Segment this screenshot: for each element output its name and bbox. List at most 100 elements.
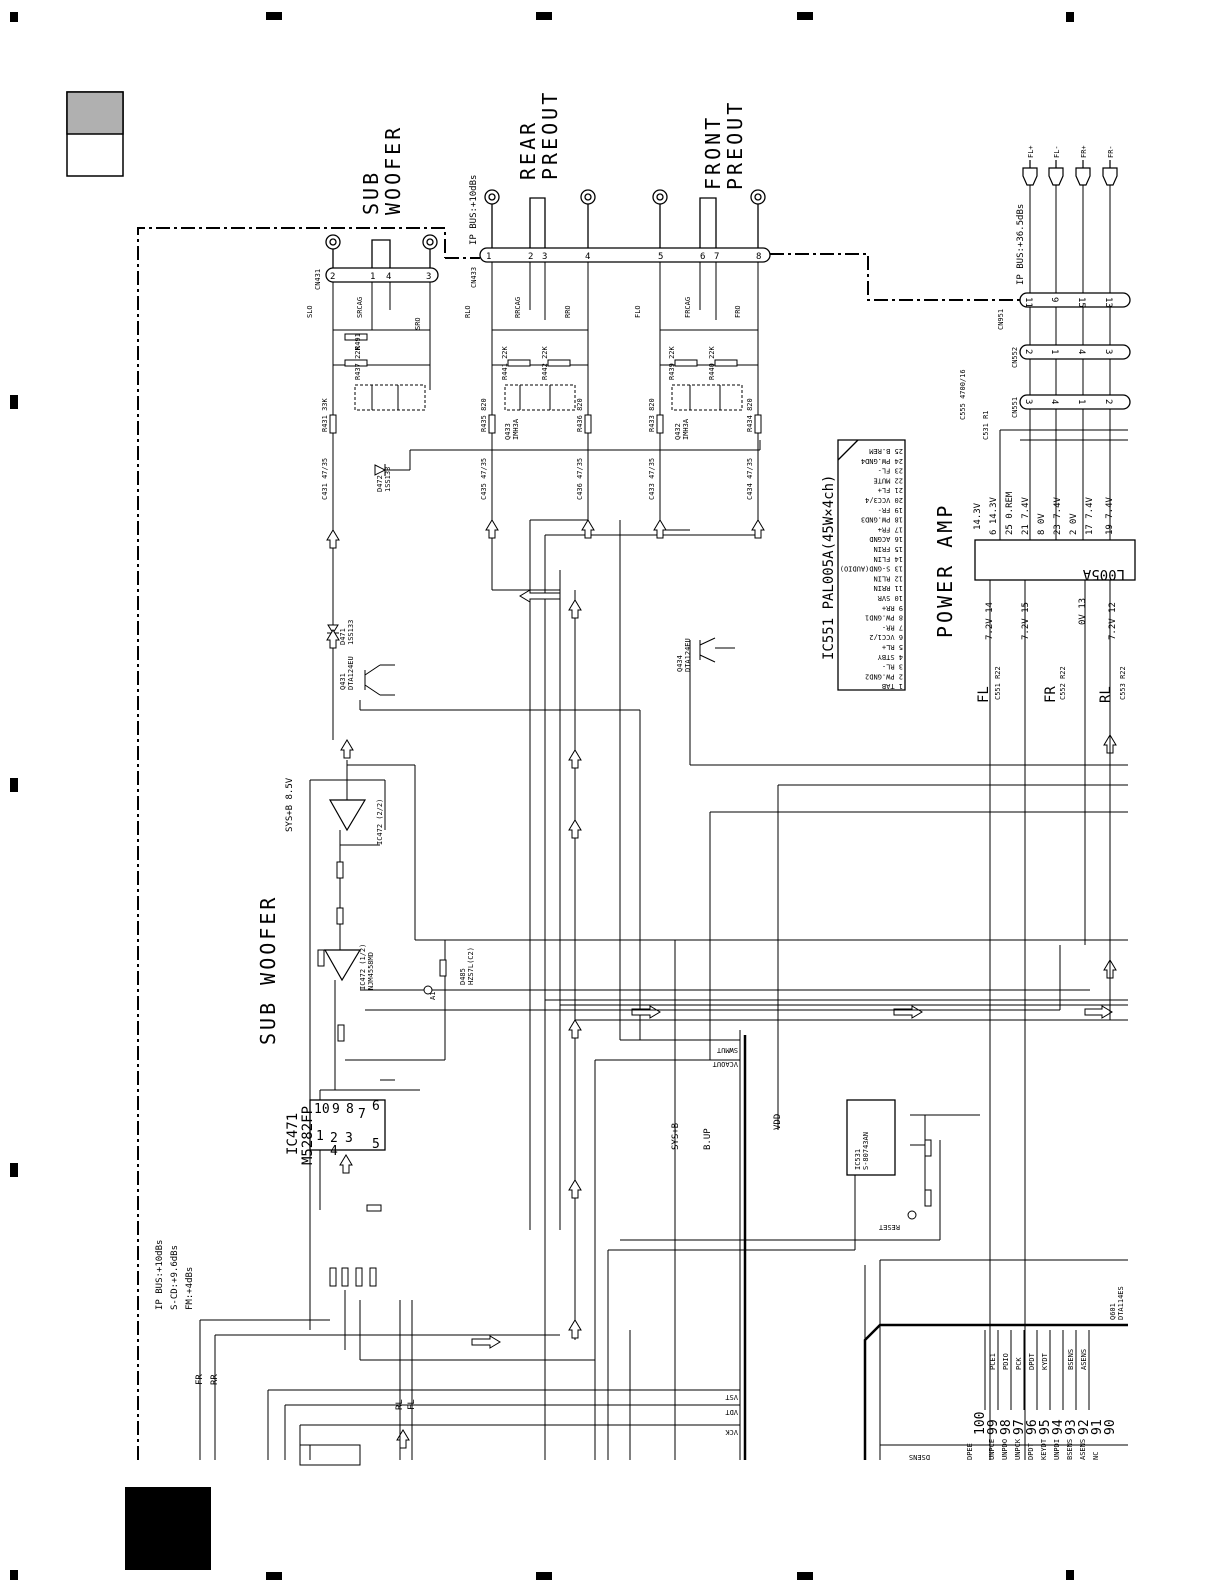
ic551-pin: 7 RR-: [882, 623, 903, 631]
comp-label: C431 47/35: [321, 458, 329, 500]
ic551-block: [837, 439, 906, 691]
comp-label: RLO: [464, 305, 472, 318]
mcu-pin-name: DPDT: [1027, 1442, 1035, 1460]
right-connectors: [1019, 292, 1131, 410]
speaker-plugs: [1022, 160, 1118, 186]
ic551-pin: 23 FL-: [878, 467, 903, 475]
mcu-pin-name: UNPCE: [988, 1439, 996, 1460]
signal-wires: [332, 262, 1128, 1340]
mcu-pin: 92: [1077, 1419, 1092, 1435]
d485-label: D485HZS7L(C2): [459, 947, 475, 985]
comp-label: R435 820: [480, 398, 488, 432]
amp-input-pins: 7.2V 14 7.2V 15 0V 13 7.2V 12: [985, 598, 1118, 640]
cn552-pin: 4: [1076, 349, 1086, 354]
ip-bus-36-label: IP BUS:+36.5dBs: [1016, 204, 1026, 285]
ic551-pin: 17 FR+: [878, 525, 903, 533]
ic551-pin: 10 SVR: [877, 594, 903, 602]
gain-note: S-CD:+9.6dBs: [170, 1245, 180, 1310]
amp-pin-voltages: 14.3V 6 14.3V 25 0.REM 21 7.4V 8 0V 23 7…: [973, 491, 1115, 535]
ip-bus-10-label: IP BUS:+10dBs: [469, 175, 479, 245]
a1-label: A1: [429, 992, 437, 1000]
mcu-pin-name: KEYDT: [1040, 1438, 1048, 1460]
ic551-pin: 21 FL+: [878, 486, 903, 494]
cn552-pin: 1: [1049, 349, 1059, 354]
ic531-label: IC531S-80743AN: [854, 1132, 870, 1170]
mcu-pin: 94: [1051, 1419, 1066, 1435]
ic471-label: IC471: [285, 1113, 301, 1155]
mcu-pin: 99: [986, 1419, 1001, 1435]
comp-label: RRO: [564, 305, 572, 318]
amp-pin-volt: 2 0V: [1069, 513, 1079, 535]
ic551-pin: 22 MUTE: [873, 476, 903, 484]
ic471-pins: 10 9 8 7 6 1 2 3 4 5: [314, 1099, 380, 1159]
cn431-pin: 3: [426, 272, 431, 282]
ic472b-label: IC472 (1/2)NJM4558MD: [359, 944, 375, 990]
q431-label: Q431DTA124EU: [339, 656, 355, 690]
cn951-pins: 11 9 15 13: [1023, 297, 1113, 308]
ic471-pin: 8: [346, 1102, 354, 1117]
front-preout-label: FRONTPREOUT: [701, 100, 747, 190]
sub-woofer-wires: [199, 760, 1128, 1460]
ic471-pin: 7: [358, 1107, 366, 1122]
comp-label: FLO: [634, 305, 642, 318]
ic471-pin: 10: [314, 1102, 330, 1117]
mcu-pin: 97: [1012, 1419, 1027, 1435]
net-label: VCK: [725, 1428, 738, 1436]
amp-pin-volt: 17 7.4V: [1085, 496, 1095, 535]
ic471-pin: 4: [330, 1144, 338, 1159]
cn431-label: CN431: [314, 269, 322, 290]
comp-label: SRCAG: [356, 297, 364, 318]
comp-label: C433 47/35: [648, 458, 656, 500]
comp-label: R440 22K: [708, 345, 716, 380]
rear-preout-label: REARPREOUT: [516, 90, 562, 180]
ic551-pin: 16 ACGND: [869, 535, 903, 543]
opamps: [323, 799, 367, 982]
cn552-pin: 3: [1103, 349, 1113, 354]
cn433-connector: [479, 247, 771, 263]
comp-label: FRO: [734, 305, 742, 318]
ic531-block: [846, 1099, 896, 1176]
comp-label: FRCAG: [684, 297, 692, 318]
cn433-pin: 8: [756, 252, 761, 262]
sub-resistors: [317, 861, 932, 1287]
amp-pin-volt: 23 7.4V: [1053, 496, 1063, 535]
ic471-pin: 6: [372, 1099, 380, 1114]
ic471-pin: 1: [316, 1129, 324, 1144]
cn551-pin: 3: [1023, 399, 1033, 404]
comp-label: C551 R22: [994, 666, 1002, 700]
ic551-pin: 1 TAB: [882, 682, 903, 690]
cn433-label: CN433: [470, 267, 478, 288]
comp-label: R439 22K: [668, 345, 676, 380]
mcu-pin: 95: [1038, 1419, 1053, 1435]
amp-input-pin: 7.2V 12: [1108, 602, 1118, 640]
cn551-pin: 2: [1103, 399, 1113, 404]
speaker-labels: FL+ FL- FR+ FR-: [1027, 145, 1115, 158]
ic472a-label: IC472 (2/2): [376, 799, 384, 845]
power-amp-chip-label: L005A: [1082, 566, 1125, 582]
net-labels: SWMUT VCAOUT VST VDT VCK DSENS: [712, 1046, 930, 1461]
cn431-pin: 2: [330, 272, 335, 282]
power-amp-block: [974, 539, 1136, 581]
ic551-pin: 12 RLIN: [873, 574, 903, 582]
mcu-pin-name: UNPDO: [1001, 1439, 1009, 1460]
mcu-net-labels: PCE1 PDIO PCK DPDT KYDT BSENS ASENS: [989, 1349, 1088, 1370]
ic471-pin: 3: [345, 1131, 353, 1146]
component-labels: SLO SRCAG SRO R491 R437 22K R431 33K C43…: [306, 297, 754, 500]
mcu-net: PDIO: [1002, 1353, 1010, 1370]
sub-woofer-jack: [325, 234, 439, 283]
cn951-label: CN951: [997, 309, 1005, 330]
cn552-label: CN552: [1011, 347, 1019, 368]
rear-preout-jack: [484, 189, 596, 248]
amp-pin-volt: 14.3V: [973, 502, 983, 530]
diodes: [327, 464, 387, 634]
sys-b-85-label: SYS+B 8.5V: [285, 777, 295, 832]
net-label: VCAOUT: [712, 1060, 738, 1068]
cn551-pins: 3 4 1 2: [1023, 399, 1113, 404]
mcu-pin-name: UNPDI: [1053, 1439, 1061, 1460]
speaker-label: FR-: [1107, 145, 1115, 158]
reset-terminal: [907, 1210, 917, 1220]
cn951-pin: 13: [1103, 297, 1113, 308]
amp-pin-volt: 6 14.3V: [989, 496, 999, 535]
comp-label: SLO: [306, 305, 314, 318]
mcu-pin: 91: [1090, 1419, 1105, 1435]
